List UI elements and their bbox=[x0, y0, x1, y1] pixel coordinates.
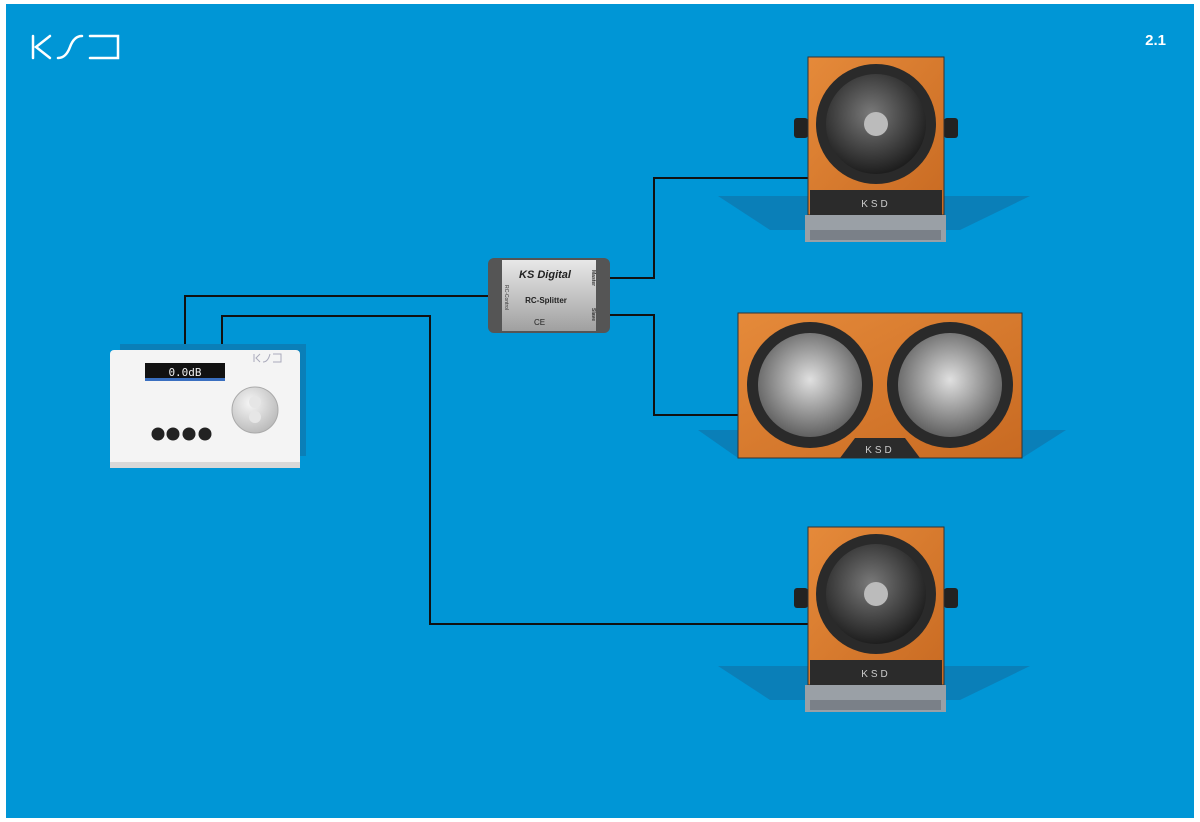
controller-logo bbox=[253, 353, 282, 363]
splitter-port-master: Master bbox=[590, 270, 596, 286]
cable-controller-to-bottom-monitor bbox=[221, 315, 810, 625]
monitor-top-logo: KSD bbox=[861, 199, 891, 210]
ksd-logo bbox=[31, 34, 120, 60]
splitter-brand: KS Digital bbox=[519, 269, 572, 281]
cable-controller-to-splitter bbox=[184, 295, 490, 352]
page-number: 2.1 bbox=[1145, 32, 1166, 49]
splitter-name: RC-Splitter bbox=[525, 296, 567, 305]
splitter-port-slave: Slave bbox=[590, 308, 596, 321]
rc-splitter: KS Digital RC-Splitter CE RC-Control Mas… bbox=[488, 258, 610, 333]
splitter-ce-mark: CE bbox=[534, 318, 545, 327]
preset-button-2[interactable] bbox=[166, 427, 180, 441]
monitor-speaker-bottom: KSD bbox=[718, 526, 1030, 712]
volume-knob[interactable] bbox=[231, 386, 279, 434]
monitor-speaker-top: KSD bbox=[718, 56, 1030, 242]
subwoofer-logo: KSD bbox=[865, 445, 895, 456]
controller-display bbox=[145, 363, 225, 380]
cables bbox=[184, 177, 810, 625]
cable-splitter-slave-to-subwoofer bbox=[606, 314, 740, 416]
remote-controller: 0.0dB bbox=[110, 344, 306, 468]
preset-button-3[interactable] bbox=[182, 427, 196, 441]
splitter-port-in: RC-Control bbox=[503, 285, 509, 310]
subwoofer: KSD bbox=[698, 312, 1066, 459]
cable-splitter-master-to-top-monitor bbox=[606, 177, 810, 279]
controller-display-value: 0.0dB bbox=[168, 366, 201, 379]
preset-button-1[interactable] bbox=[151, 427, 165, 441]
preset-button-4[interactable] bbox=[198, 427, 212, 441]
monitor-bottom-logo: KSD bbox=[861, 669, 891, 680]
